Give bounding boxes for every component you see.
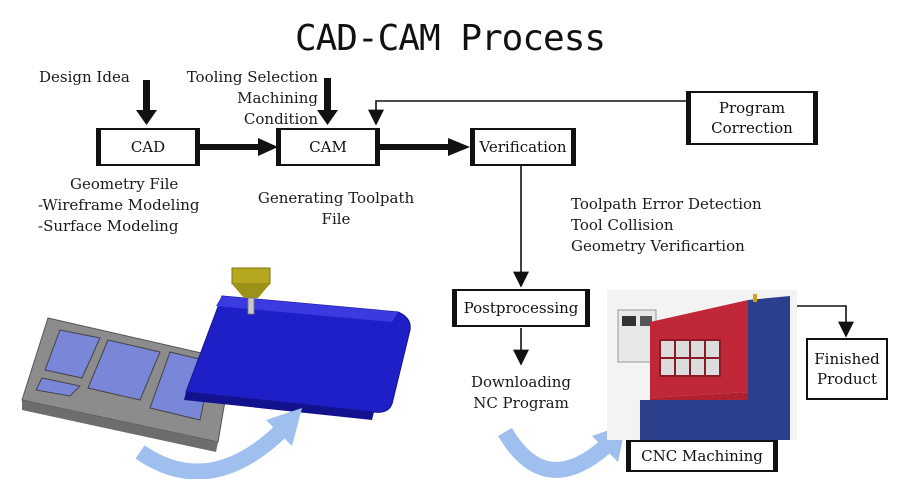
cam-note-2: File (321, 210, 351, 228)
postprocessing-note-1: Downloading (471, 373, 571, 391)
verification-note-3: Geometry Verificartion (571, 237, 745, 255)
correction-feedback-arrow (368, 100, 686, 126)
cam-notes: Generating Toolpath File (236, 188, 436, 230)
program-correction-line-2: Correction (711, 119, 793, 137)
cam-note-1: Generating Toolpath (257, 189, 415, 207)
cad-box: CAD (96, 128, 200, 166)
cam-box: CAM (276, 128, 380, 166)
cad-to-cam-arrow (200, 138, 278, 156)
verification-box: Verification (470, 128, 576, 166)
postprocessing-box: Postprocessing (452, 289, 590, 327)
program-correction-box: Program Correction (686, 91, 818, 145)
curved-arrow-left (135, 408, 302, 479)
tooling-line-3: Condition (243, 110, 318, 128)
design-idea-arrow (136, 80, 157, 125)
finished-product-line-1: Finished (814, 350, 880, 368)
cutting-tool-illustration (231, 267, 271, 315)
tooling-selection-label: Tooling Selection Machining Condition (170, 67, 318, 130)
tooling-line-1: Tooling Selection (186, 68, 318, 86)
machine-to-product-arrow (796, 305, 854, 338)
blue-part-illustration (184, 295, 411, 420)
cad-notes: Geometry File -Wireframe Modeling -Surfa… (38, 174, 200, 237)
cnc-machine-illustration (607, 290, 797, 440)
tooling-arrow (317, 78, 338, 125)
postprocessing-notes: Downloading NC Program (452, 372, 590, 414)
program-correction-line-1: Program (718, 99, 786, 117)
tooling-line-2: Machining (237, 89, 318, 107)
verification-note-1: Toolpath Error Detection (571, 195, 762, 213)
verification-note-2: Tool Collision (571, 216, 674, 234)
cad-note-2: -Wireframe Modeling (38, 196, 200, 214)
cnc-machining-box: CNC Machining (626, 440, 778, 472)
gray-plate-illustration (21, 317, 233, 452)
cad-note-3: -Surface Modeling (38, 217, 179, 235)
cam-to-verification-arrow (380, 138, 470, 156)
finished-product-box: Finished Product (806, 338, 888, 400)
design-idea-label: Design Idea (39, 68, 130, 86)
cad-note-1: Geometry File (70, 175, 179, 193)
verification-notes: Toolpath Error Detection Tool Collision … (571, 194, 762, 257)
postprocessing-note-2: NC Program (473, 394, 569, 412)
finished-product-line-2: Product (816, 370, 877, 388)
page-title: CAD-CAM Process (294, 18, 606, 59)
